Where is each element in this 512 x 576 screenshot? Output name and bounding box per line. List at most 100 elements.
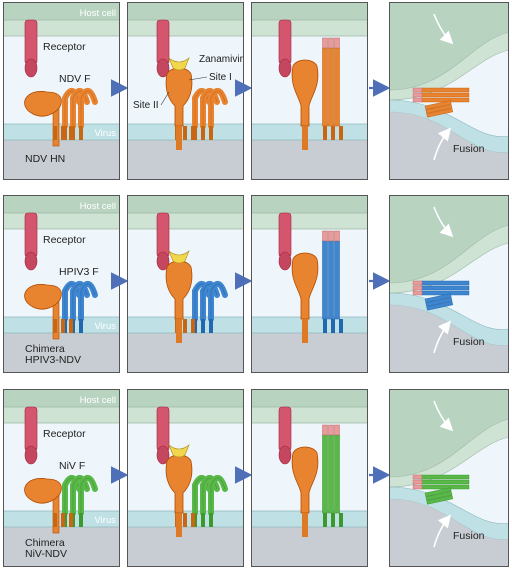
panel-3-4: Fusion [389,389,509,567]
zanamivir-molecule [168,57,190,71]
fusion-peptide [412,92,423,98]
fusion-peptide [334,37,340,49]
tm-domain [331,319,335,333]
host-membrane [127,213,244,229]
hn-tail [176,319,182,343]
receptor-head [156,445,170,465]
virus-membrane [251,511,368,527]
f-helix [334,47,340,127]
virus-interior [389,305,509,373]
host-membrane [127,20,244,36]
tm-domain [323,126,327,140]
panel-3-2 [127,389,244,567]
fusion-peptide [328,230,334,242]
fusion-peptide [334,424,340,436]
panel-3-3 [251,389,368,567]
host-membrane [389,418,509,488]
fusion-peptide [412,479,423,485]
tm-domain [69,513,73,527]
virus-interior [389,112,509,180]
virus-interior [127,333,244,373]
panel-content [3,195,120,373]
host-cell-label: Host cell [80,8,116,19]
panel-1-3 [251,2,368,180]
fusion-label: Fusion [453,530,485,542]
receptor-head [156,58,170,78]
tm-domain [53,319,57,333]
tm-domain [209,126,213,140]
f-protein-label: NDV F [59,73,91,85]
panel-content [389,389,509,567]
receptor-head [278,251,292,271]
receptor-head [24,445,38,465]
hn-label: NDV HN [25,153,65,165]
host-cytoplasm [127,389,244,407]
panel-content [251,389,368,567]
hn-head-upright [291,446,319,514]
tm-domain [183,513,187,527]
panel-1-4: Fusion [389,2,509,180]
tm-domain [323,319,327,333]
membrane-merge-arrow [433,514,452,548]
virus-interior [389,499,509,567]
panel-border [389,195,509,373]
virus-membrane [251,317,368,333]
host-membrane [251,407,368,423]
post-fusion-helix [420,479,470,485]
tm-domain [191,513,195,527]
fusion-peptide [322,37,328,49]
host-membrane [251,20,368,36]
fusion-peptide [334,230,340,242]
post-fusion-helix [425,297,453,307]
panel-border [251,389,368,567]
virus-label: Virus [95,128,117,139]
f-helix [328,47,334,127]
host-cytoplasm [251,195,368,213]
virus-label: Virus [95,515,117,526]
hn-globular-domain [24,284,62,310]
tm-domain [339,126,343,140]
tm-domain [339,319,343,333]
virus-interior [3,527,120,567]
tm-domain [209,319,213,333]
panel-content [3,389,120,567]
fusion-peptide [412,474,423,480]
tm-domain [61,319,65,333]
post-fusion-helix [424,293,452,303]
post-fusion-helix [420,97,470,103]
hn-tail [302,319,308,343]
receptor-label: Receptor [43,234,86,246]
tm-domain [53,513,57,527]
hn-globular-domain [24,478,62,504]
receptor-head [24,251,38,271]
host-cell-label: Host cell [80,395,116,406]
membrane-merge-arrow [433,127,452,161]
panel-border [251,2,368,180]
membrane-merge-arrow [433,206,454,238]
zanamivir-molecule [168,444,190,458]
host-membrane [127,407,244,423]
virus-interior [3,333,120,373]
tm-domain [191,319,195,333]
receptor-stalk [156,19,170,65]
receptor-head [278,445,292,465]
post-fusion-helix [424,100,452,110]
f-helix [328,240,334,320]
receptor-head [24,58,38,78]
post-fusion-helix [420,285,470,291]
tm-domain [61,513,65,527]
host-cytoplasm [127,2,244,20]
fusion-peptide [412,87,423,93]
tm-domain [323,513,327,527]
tm-domain [201,126,205,140]
host-cytoplasm [389,2,509,90]
receptor-stalk [278,212,292,258]
